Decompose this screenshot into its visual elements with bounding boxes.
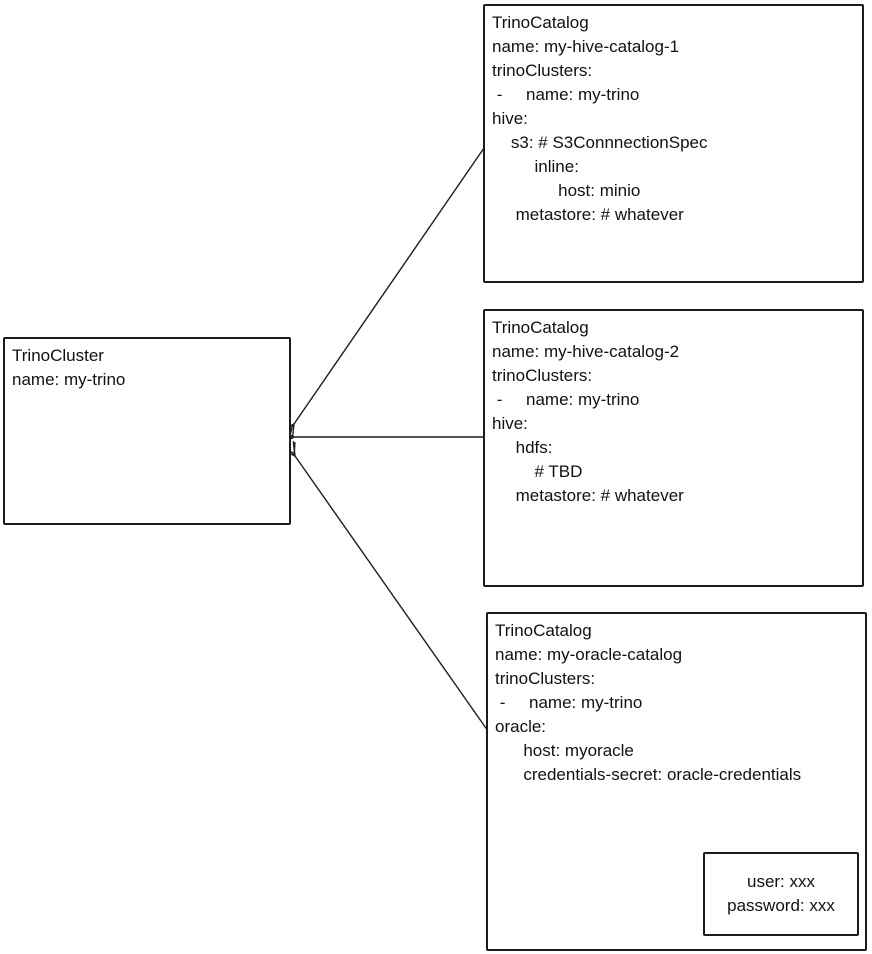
yaml-line: oracle: [495, 717, 547, 736]
yaml-line: hdfs: [492, 438, 553, 457]
yaml-line: credentials-secret: oracle-credentials [495, 765, 802, 784]
yaml-line: trinoClusters: [492, 61, 593, 80]
yaml-line: TrinoCatalog [495, 621, 592, 640]
credentials-secret-box: user: xxx password: xxx [703, 852, 859, 936]
yaml-line: name: my-hive-catalog-1 [492, 37, 680, 56]
yaml-line: trinoClusters: [495, 669, 596, 688]
trino-catalog-1-box: TrinoCatalog name: my-hive-catalog-1 tri… [483, 4, 864, 283]
connector-catalog3-to-cluster [281, 441, 489, 732]
yaml-line: trinoClusters: [492, 366, 593, 385]
yaml-line: hive: [492, 414, 528, 433]
yaml-line: - name: my-trino [492, 85, 640, 104]
trino-cluster-box: TrinoCluster name: my-trino [3, 337, 291, 525]
yaml-line: hive: [492, 109, 528, 128]
yaml-line: metastore: # whatever [492, 486, 684, 505]
yaml-line: TrinoCatalog [492, 318, 589, 337]
yaml-line: s3: # S3ConnnectionSpec [492, 133, 708, 152]
yaml-line: - name: my-trino [495, 693, 643, 712]
yaml-line: TrinoCatalog [492, 13, 589, 32]
yaml-line: inline: [492, 157, 579, 176]
yaml-line: - name: my-trino [492, 390, 640, 409]
yaml-line: # TBD [492, 462, 583, 481]
yaml-line: TrinoCluster [12, 346, 104, 365]
yaml-line: name: my-trino [12, 370, 126, 389]
yaml-line: name: my-hive-catalog-2 [492, 342, 680, 361]
secret-line: user: xxx [746, 872, 816, 891]
yaml-line: name: my-oracle-catalog [495, 645, 683, 664]
secret-line: password: xxx [727, 896, 835, 915]
trino-catalog-3-box: TrinoCatalog name: my-oracle-catalog tri… [486, 612, 867, 951]
connector-catalog1-to-cluster [280, 147, 485, 439]
yaml-line: metastore: # whatever [492, 205, 684, 224]
trino-catalog-2-box: TrinoCatalog name: my-hive-catalog-2 tri… [483, 309, 864, 587]
yaml-line: host: myoracle [495, 741, 634, 760]
yaml-line: host: minio [492, 181, 641, 200]
